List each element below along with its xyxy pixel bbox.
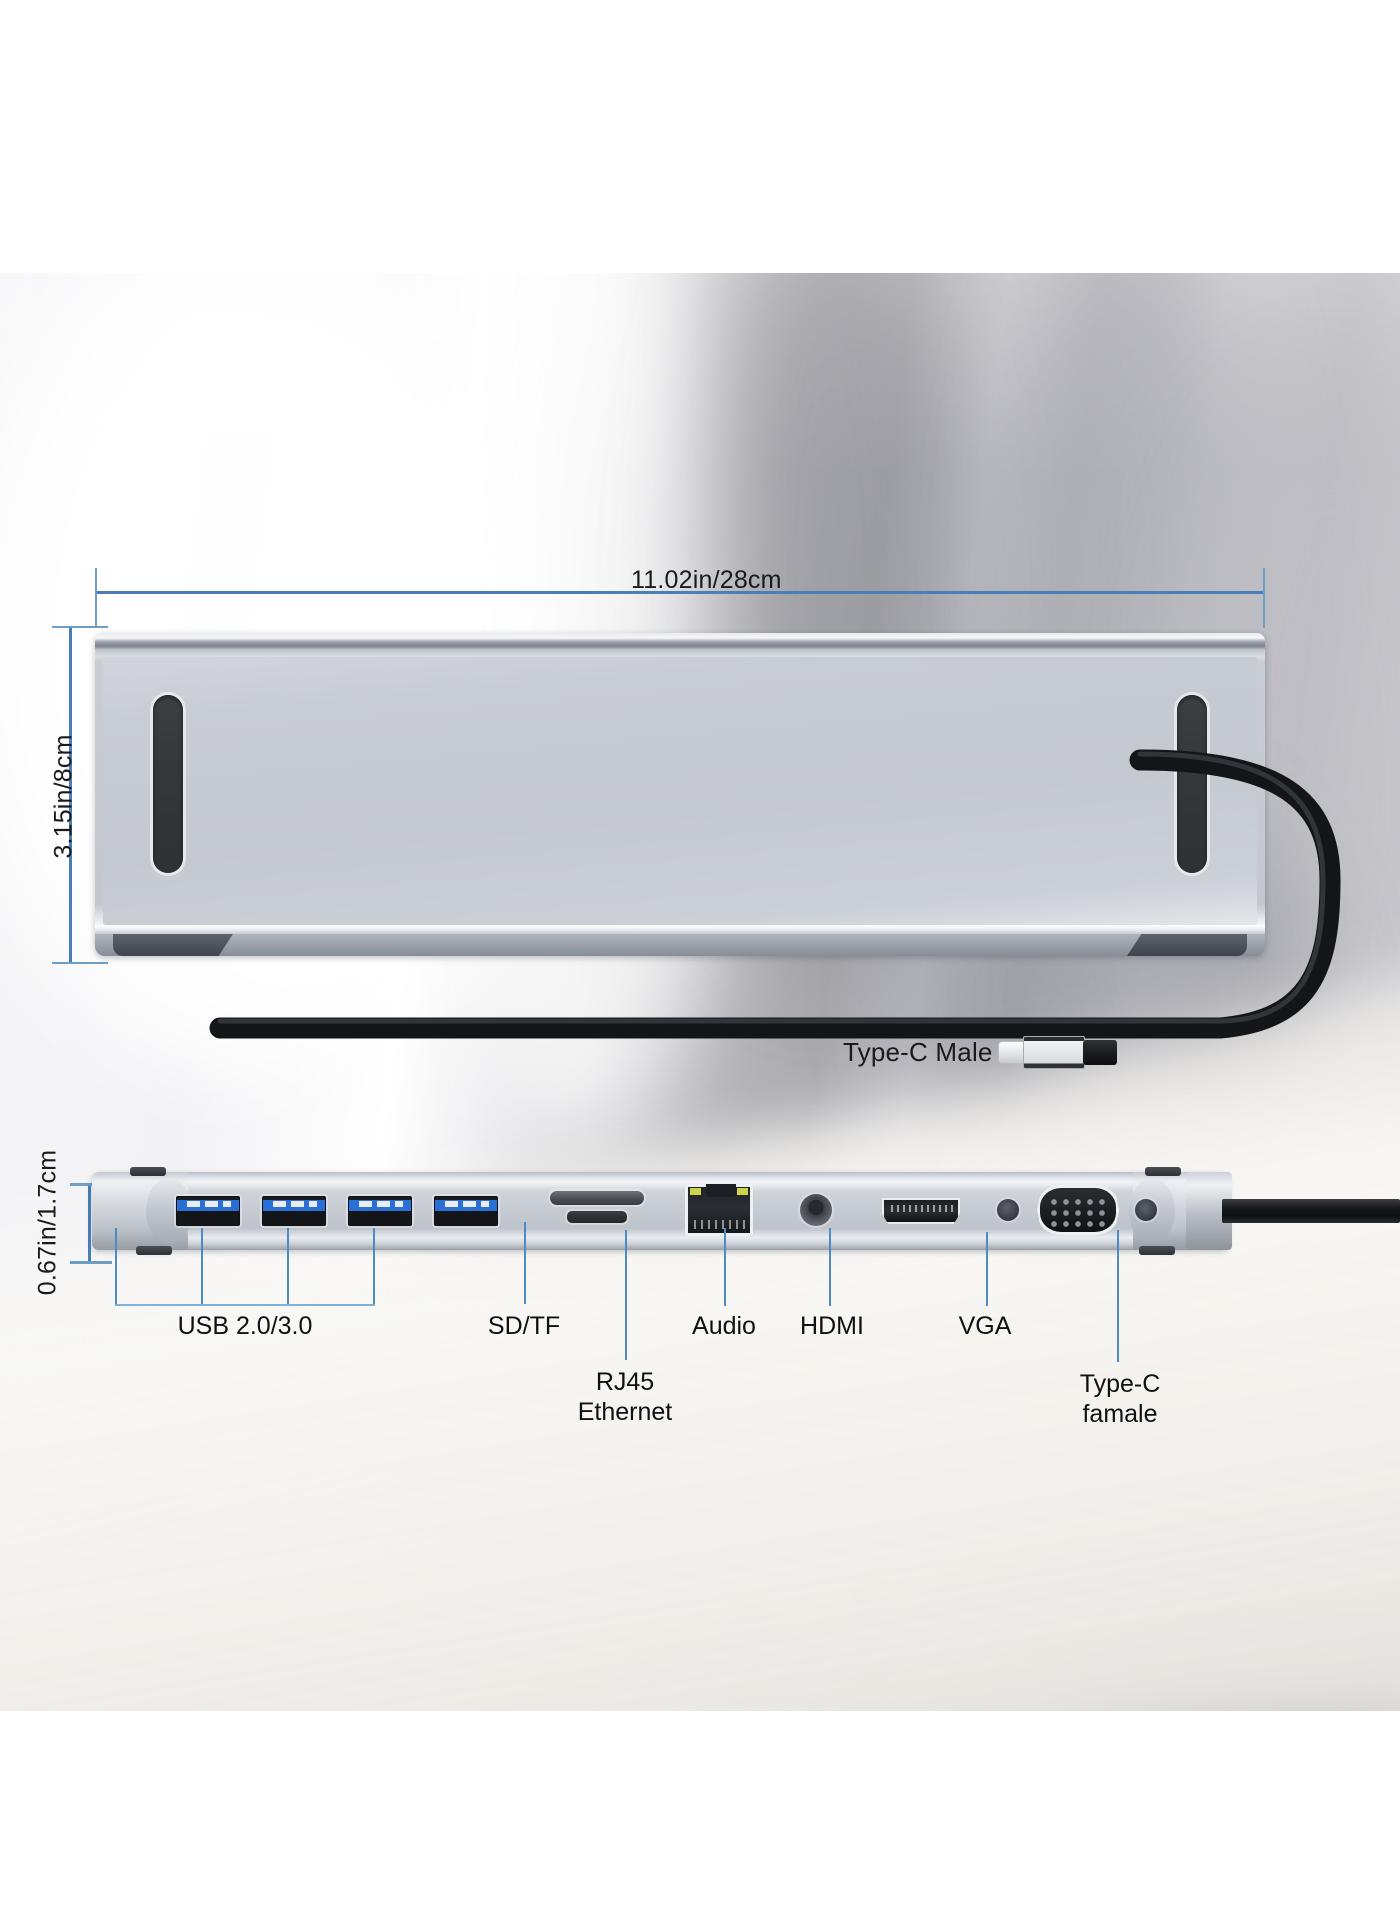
type-c-female-label: Type-C famale <box>1020 1370 1220 1429</box>
type-c-male-label: Type-C Male <box>843 1037 993 1067</box>
usb-port-2-icon[interactable] <box>262 1196 326 1226</box>
rj45-label-line1: RJ45 <box>595 1368 655 1396</box>
dock-top-base-foot <box>95 934 1265 956</box>
height-dimension-label: 0.67in/1.7cm <box>33 1149 62 1296</box>
rj45-ethernet-label: RJ45 Ethernet <box>525 1368 725 1427</box>
dock-front-view <box>92 1167 1233 1255</box>
vga-port-icon[interactable] <box>1037 1185 1119 1235</box>
vga-label: VGA <box>958 1312 1012 1340</box>
chassis-screw-bottom-left <box>136 1246 172 1255</box>
width-dimension-tick-right <box>1263 568 1265 628</box>
usb-port-1-icon[interactable] <box>176 1196 240 1226</box>
usb-port-3-icon[interactable] <box>348 1196 412 1226</box>
vent-slot-right-icon <box>1177 695 1207 873</box>
hdmi-label: HDMI <box>800 1312 864 1340</box>
width-dimension-label: 11.02in/28cm <box>631 566 782 594</box>
usb-ports-label: USB 2.0/3.0 <box>177 1312 313 1340</box>
typec-label-line2: famale <box>1082 1399 1158 1428</box>
leader-usb-3 <box>287 1228 289 1306</box>
ethernet-pins <box>694 1220 748 1229</box>
width-dimension-tick-left <box>95 568 97 628</box>
vga-pins <box>1049 1197 1109 1227</box>
connector-tip <box>998 1041 1024 1064</box>
leader-typec <box>1117 1230 1119 1362</box>
front-view-cable <box>1222 1199 1400 1223</box>
vga-screw-right-icon <box>1135 1199 1157 1221</box>
leader-vga <box>986 1232 988 1306</box>
connector-strain-relief <box>1083 1040 1117 1065</box>
hdmi-port-icon[interactable] <box>882 1198 960 1224</box>
leader-sdtf <box>524 1222 526 1304</box>
rj45-ethernet-port-icon[interactable] <box>685 1184 753 1236</box>
height-dimension-tick-top <box>70 1183 112 1186</box>
depth-dimension-tick-bottom <box>52 962 108 964</box>
dock-cable-curve <box>209 749 1341 1039</box>
audio-label: Audio <box>692 1312 756 1340</box>
leader-usb-2 <box>201 1228 203 1306</box>
leader-usb-1 <box>115 1228 117 1306</box>
dock-top-surface <box>103 657 1257 925</box>
dock-top-view <box>95 633 1265 956</box>
typec-label-line1: Type-C <box>1079 1370 1161 1398</box>
tf-card-slot-icon[interactable] <box>567 1211 627 1223</box>
usb-group-bracket <box>115 1288 375 1306</box>
leader-hdmi <box>829 1228 831 1306</box>
leader-usb-4 <box>373 1228 375 1306</box>
sd-tf-label: SD/TF <box>487 1312 561 1340</box>
audio-jack-port-icon[interactable] <box>800 1194 832 1226</box>
chassis-screw-bottom-right <box>1139 1246 1175 1255</box>
ethernet-led-right-icon <box>737 1188 748 1195</box>
chassis-screw-top-right <box>1145 1167 1181 1176</box>
background-photo <box>0 273 1400 1711</box>
sd-card-slot-icon[interactable] <box>550 1191 644 1205</box>
ethernet-led-left-icon <box>690 1188 701 1195</box>
chassis-screw-top-left <box>130 1167 166 1176</box>
dock-top-front-edge <box>95 925 1265 934</box>
leader-audio <box>724 1228 726 1306</box>
type-c-male-connector-icon <box>998 1036 1117 1069</box>
usb-port-4-icon[interactable] <box>434 1196 498 1226</box>
depth-dimension-tick-top <box>52 626 108 628</box>
vent-slot-left-icon <box>153 695 183 873</box>
height-dimension-line <box>88 1183 91 1263</box>
vga-screw-left-icon <box>997 1199 1019 1221</box>
height-dimension-tick-bottom <box>70 1261 112 1264</box>
leader-rj45 <box>625 1230 627 1360</box>
connector-housing <box>1023 1036 1085 1069</box>
depth-dimension-label: 3.15in/8cm <box>49 734 78 859</box>
rj45-label-line2: Ethernet <box>577 1397 673 1426</box>
width-dimension-line <box>95 591 1265 594</box>
depth-dimension-line <box>69 626 72 964</box>
